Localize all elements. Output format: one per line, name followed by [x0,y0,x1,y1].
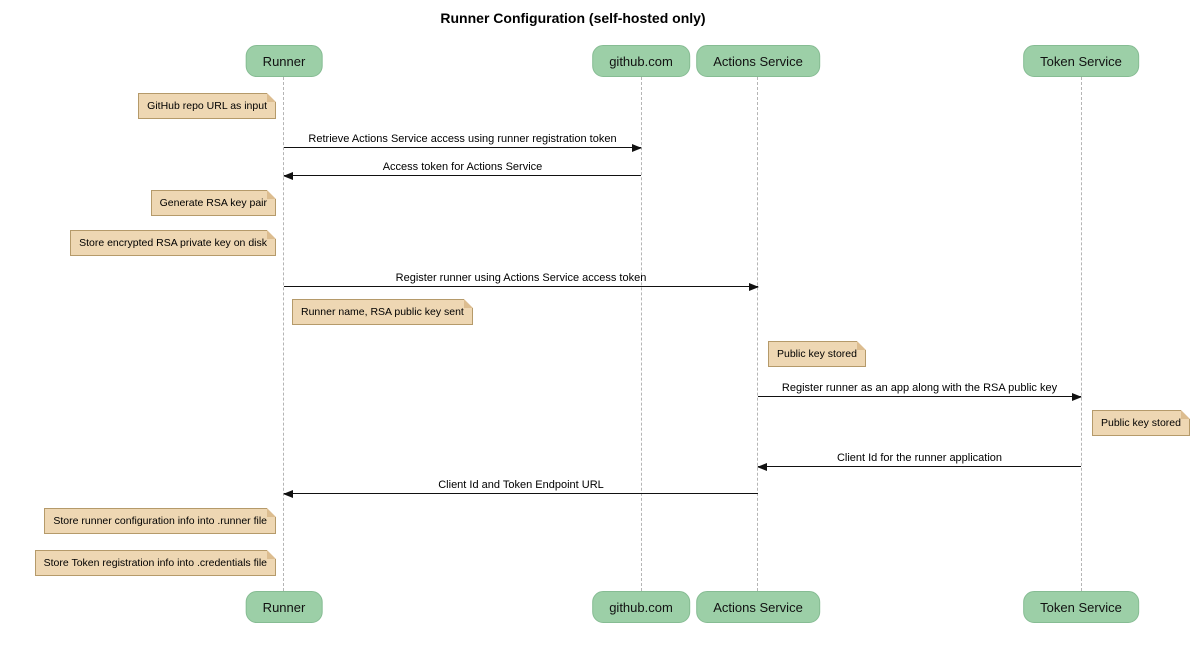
message-label: Client Id for the runner application [836,452,1003,464]
note-store-private-key: Store encrypted RSA private key on disk [70,230,276,256]
arrowhead-left-icon [283,490,293,498]
participant-token-service-bottom: Token Service [1023,591,1139,623]
note-public-key-stored-actions: Public key stored [768,341,866,367]
message-label: Register runner as an app along with the… [781,382,1058,394]
lifeline-runner [283,77,284,591]
message-line [284,286,758,287]
lifeline-actions-service [757,77,758,591]
participant-runner-top: Runner [245,45,323,77]
message-line [284,493,758,494]
message-line [758,396,1081,397]
participant-actions-service-bottom: Actions Service [696,591,820,623]
lifeline-token-service [1081,77,1082,591]
note-github-repo-url: GitHub repo URL as input [138,93,276,119]
arrowhead-right-icon [632,144,642,152]
diagram-title: Runner Configuration (self-hosted only) [440,10,706,26]
note-store-runner-file: Store runner configuration info into .ru… [44,508,276,534]
arrowhead-right-icon [749,283,759,291]
participant-runner-bottom: Runner [245,591,323,623]
note-public-key-stored-token: Public key stored [1092,410,1190,436]
participant-github-bottom: github.com [592,591,690,623]
message-label: Client Id and Token Endpoint URL [438,479,604,491]
participant-actions-service-top: Actions Service [696,45,820,77]
lifeline-github [641,77,642,591]
message-label: Access token for Actions Service [382,161,543,173]
arrowhead-left-icon [283,172,293,180]
message-line [284,175,641,176]
message-label: Retrieve Actions Service access using ru… [308,133,617,145]
message-line [758,466,1081,467]
arrowhead-right-icon [1072,393,1082,401]
note-store-credentials-file: Store Token registration info into .cred… [34,550,277,576]
note-runner-name-sent: Runner name, RSA public key sent [292,299,473,325]
participant-token-service-top: Token Service [1023,45,1139,77]
message-label: Register runner using Actions Service ac… [395,272,647,284]
message-line [284,147,641,148]
arrowhead-left-icon [757,463,767,471]
note-generate-rsa-key: Generate RSA key pair [150,190,277,216]
participant-github-top: github.com [592,45,690,77]
